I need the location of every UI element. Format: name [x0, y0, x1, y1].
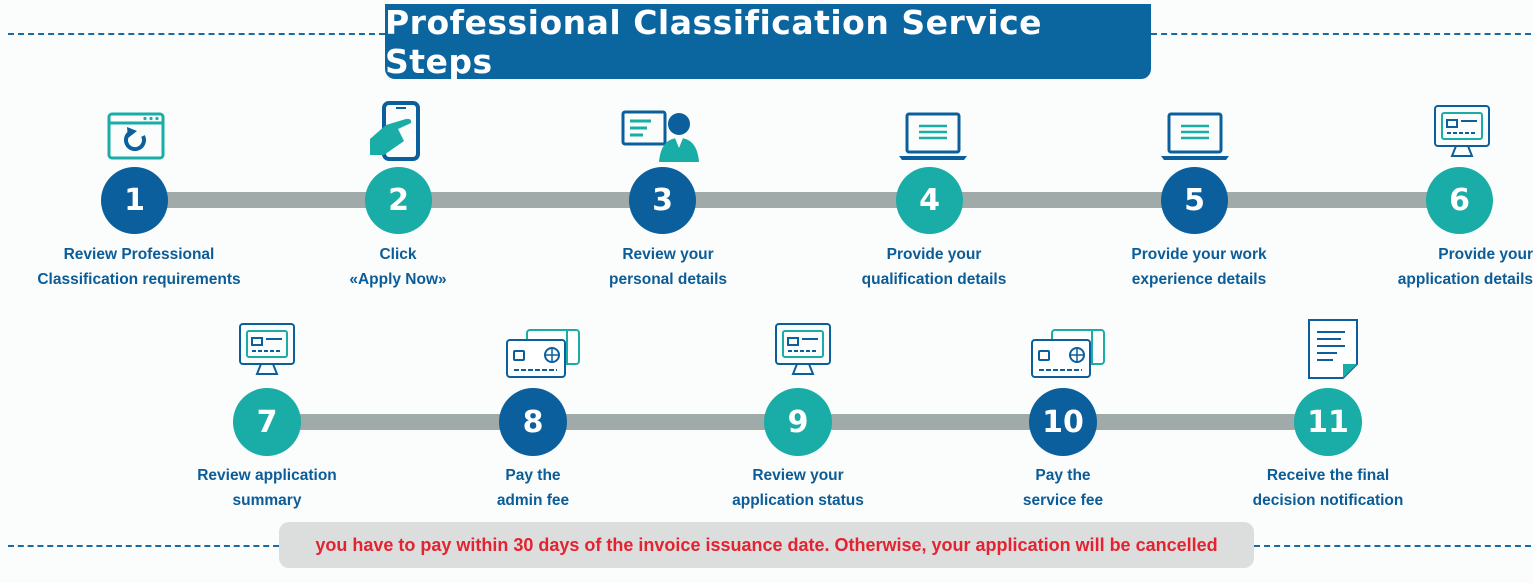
step-5-label-line-1: Provide your work — [1131, 246, 1267, 263]
step-10-label: Pay the service fee — [913, 463, 1213, 513]
hand-tapping-phone-icon — [370, 101, 420, 161]
step-6-label: Provide your application details — [1301, 242, 1533, 292]
monitor-form-icon — [239, 323, 295, 375]
step-8-label: Pay the admin fee — [383, 463, 683, 513]
payment-cards-icon — [1031, 329, 1105, 378]
step-1-label: Review Professional Classification requi… — [0, 242, 289, 292]
step-11-circle: 11 — [1294, 388, 1362, 456]
step-1-label-line-2: Classification requirements — [37, 271, 241, 288]
step-11-label-line-1: Receive the final — [1266, 467, 1390, 484]
step-10-label-line-2: service fee — [1022, 492, 1104, 509]
monitor-form-icon — [775, 323, 831, 375]
step-11-label-line-2: decision notification — [1252, 492, 1404, 509]
step-7-circle: 7 — [233, 388, 301, 456]
step-6-circle: 6 — [1426, 167, 1493, 234]
step-9-label-line-2: application status — [732, 492, 864, 509]
step-7-label-line-2: summary — [232, 492, 302, 509]
step-3-label: Review your personal details — [518, 242, 818, 292]
step-4-label-line-1: Provide your — [886, 246, 982, 263]
step-11-label: Receive the final decision notification — [1178, 463, 1478, 513]
step-2-label-line-2: «Apply Now» — [349, 271, 447, 288]
step-3-circle: 3 — [629, 167, 696, 234]
payment-cards-icon — [506, 329, 580, 378]
step-9-label: Review your application status — [648, 463, 948, 513]
step-6-label-line-1: Provide your — [1438, 246, 1533, 263]
step-10-label-line-1: Pay the — [1035, 467, 1091, 484]
document-icon — [1308, 319, 1358, 379]
step-4-circle: 4 — [896, 167, 963, 234]
step-3-label-line-1: Review your — [622, 246, 714, 263]
step-6-label-line-2: application details — [1397, 271, 1533, 288]
step-8-circle: 8 — [499, 388, 567, 456]
step-1-circle: 1 — [101, 167, 168, 234]
laptop-icon — [899, 112, 967, 160]
bottom-right-dashed-line — [1254, 545, 1531, 547]
step-4-label-line-2: qualification details — [861, 271, 1007, 288]
step-5-label-line-2: experience details — [1131, 271, 1267, 288]
step-10-circle: 10 — [1029, 388, 1097, 456]
step-5-label: Provide your work experience details — [1049, 242, 1349, 292]
bottom-left-dashed-line — [8, 545, 279, 547]
step-5-circle: 5 — [1161, 167, 1228, 234]
laptop-icon — [1161, 112, 1229, 160]
top-left-dashed-line — [8, 33, 385, 35]
step-1-label-line-1: Review Professional — [63, 246, 215, 263]
monitor-form-icon — [1434, 105, 1490, 157]
step-8-label-line-1: Pay the — [505, 467, 561, 484]
page-title: Professional Classification Service Step… — [385, 3, 1151, 81]
step-9-circle: 9 — [764, 388, 832, 456]
step-2-circle: 2 — [365, 167, 432, 234]
step-7-label-line-1: Review application — [197, 467, 337, 484]
step-7-label: Review application summary — [117, 463, 417, 513]
step-4-label: Provide your qualification details — [784, 242, 1084, 292]
person-at-screen-icon — [621, 110, 699, 162]
step-3-label-line-2: personal details — [608, 271, 727, 288]
payment-deadline-notice: you have to pay within 30 days of the in… — [279, 522, 1254, 568]
step-2-label-line-1: Click — [379, 246, 417, 263]
connector-row-1 — [136, 192, 1462, 208]
step-2-label: Click «Apply Now» — [248, 242, 548, 292]
step-8-label-line-2: admin fee — [496, 492, 570, 509]
browser-refresh-icon — [107, 112, 165, 160]
step-9-label-line-1: Review your — [752, 467, 844, 484]
top-right-dashed-line — [1151, 33, 1531, 35]
